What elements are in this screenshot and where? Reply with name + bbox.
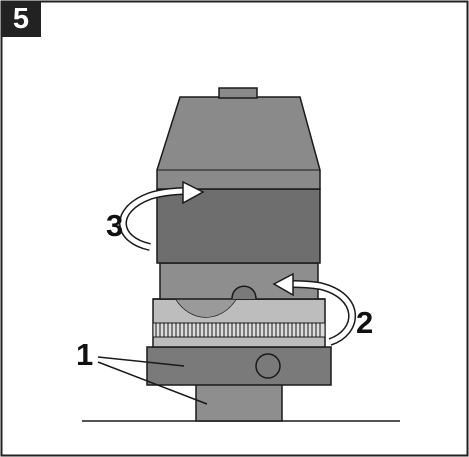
knurled-ring-scallop-shade [176,299,236,318]
callout-label-1: 1 [76,337,94,372]
base-collar [146,346,332,386]
figure-number: 5 [1,2,41,37]
body-ball-recess [231,285,257,300]
callout-1-leader-collar [97,356,185,367]
chuck-head-taper [156,96,321,190]
curved-arrow-clockwise-icon [119,180,205,251]
chuck-top-nub [218,87,258,99]
chuck-shank [195,382,283,422]
knurling-ticks [155,323,321,337]
callout-label-2: 2 [356,305,374,340]
curved-arrow-counterclockwise-icon [272,272,357,346]
chuck-sleeve [156,188,321,264]
knurling-band [152,322,326,338]
collar-hole [255,353,281,379]
callout-label-3: 3 [106,208,124,243]
callout-1-leader-shank [97,361,208,405]
